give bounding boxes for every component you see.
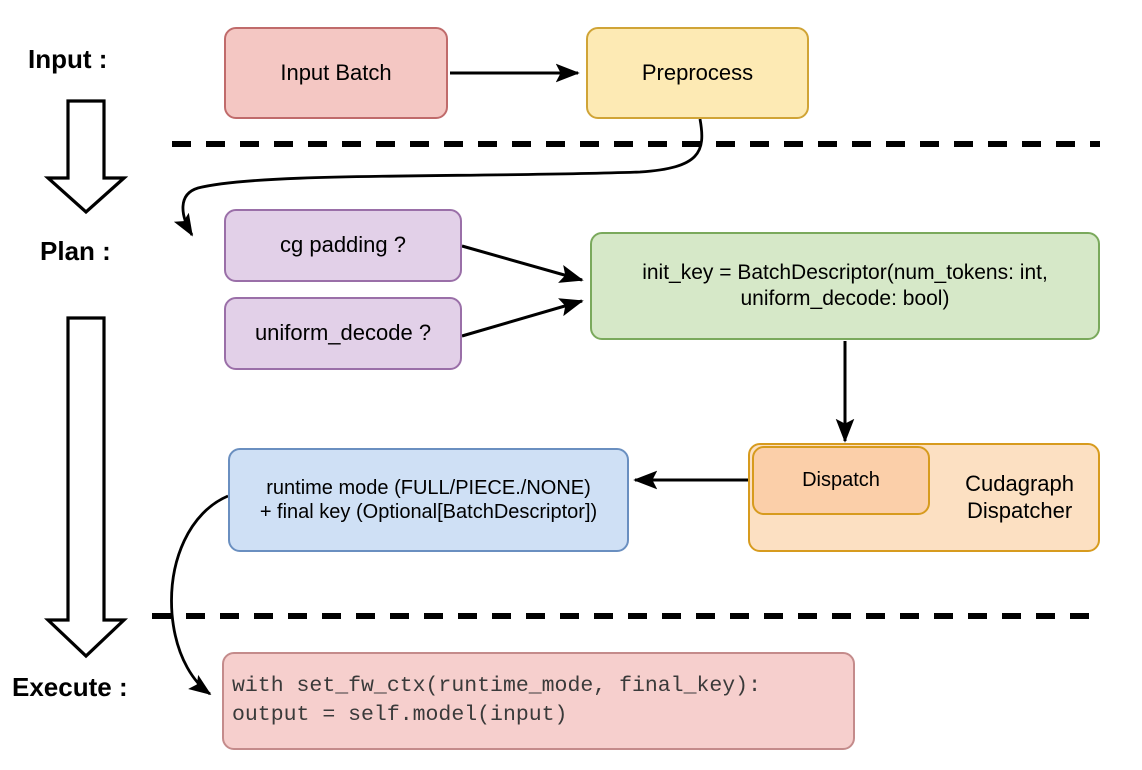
edge-preprocess-to-cg-padding	[173, 118, 704, 237]
node-runtime-mode-label: runtime mode (FULL/PIECE./NONE) + final …	[259, 476, 598, 523]
node-runtime-mode[interactable]: runtime mode (FULL/PIECE./NONE) + final …	[228, 448, 629, 552]
node-input-batch[interactable]: Input Batch	[224, 27, 448, 119]
edge-uniform-decode-to-init-key	[461, 298, 584, 338]
node-dispatch-label: Dispatch	[802, 469, 880, 492]
input-to-plan-arrow	[43, 99, 129, 215]
edge-cg-padding-to-init-key	[461, 244, 584, 283]
node-cg-padding[interactable]: cg padding ?	[224, 209, 462, 282]
stage-label-execute: Execute :	[12, 672, 128, 702]
node-uniform-decode-label: uniform_decode ?	[254, 320, 432, 346]
node-init-key-label: init_key = BatchDescriptor(num_tokens: i…	[642, 261, 1048, 310]
node-preprocess[interactable]: Preprocess	[586, 27, 809, 119]
node-code-block-label: with set_fw_ctx(runtime_mode, final_key)…	[232, 673, 761, 727]
node-code-block[interactable]: with set_fw_ctx(runtime_mode, final_key)…	[222, 652, 855, 750]
edge-runtime-mode-to-code	[170, 494, 229, 696]
stage-label-input: Input :	[28, 44, 108, 74]
node-dispatch[interactable]: Dispatch	[752, 446, 930, 515]
plan-to-execute-arrow	[43, 316, 129, 659]
node-cudagraph-dispatcher-label: Cudagraph Dispatcher	[965, 470, 1074, 523]
node-cg-padding-label: cg padding ?	[280, 232, 406, 258]
stage-label-plan: Plan :	[40, 236, 111, 266]
node-init-key[interactable]: init_key = BatchDescriptor(num_tokens: i…	[590, 232, 1100, 340]
node-input-batch-label: Input Batch	[280, 59, 392, 85]
node-preprocess-label: Preprocess	[641, 59, 754, 85]
node-uniform-decode[interactable]: uniform_decode ?	[224, 297, 462, 370]
